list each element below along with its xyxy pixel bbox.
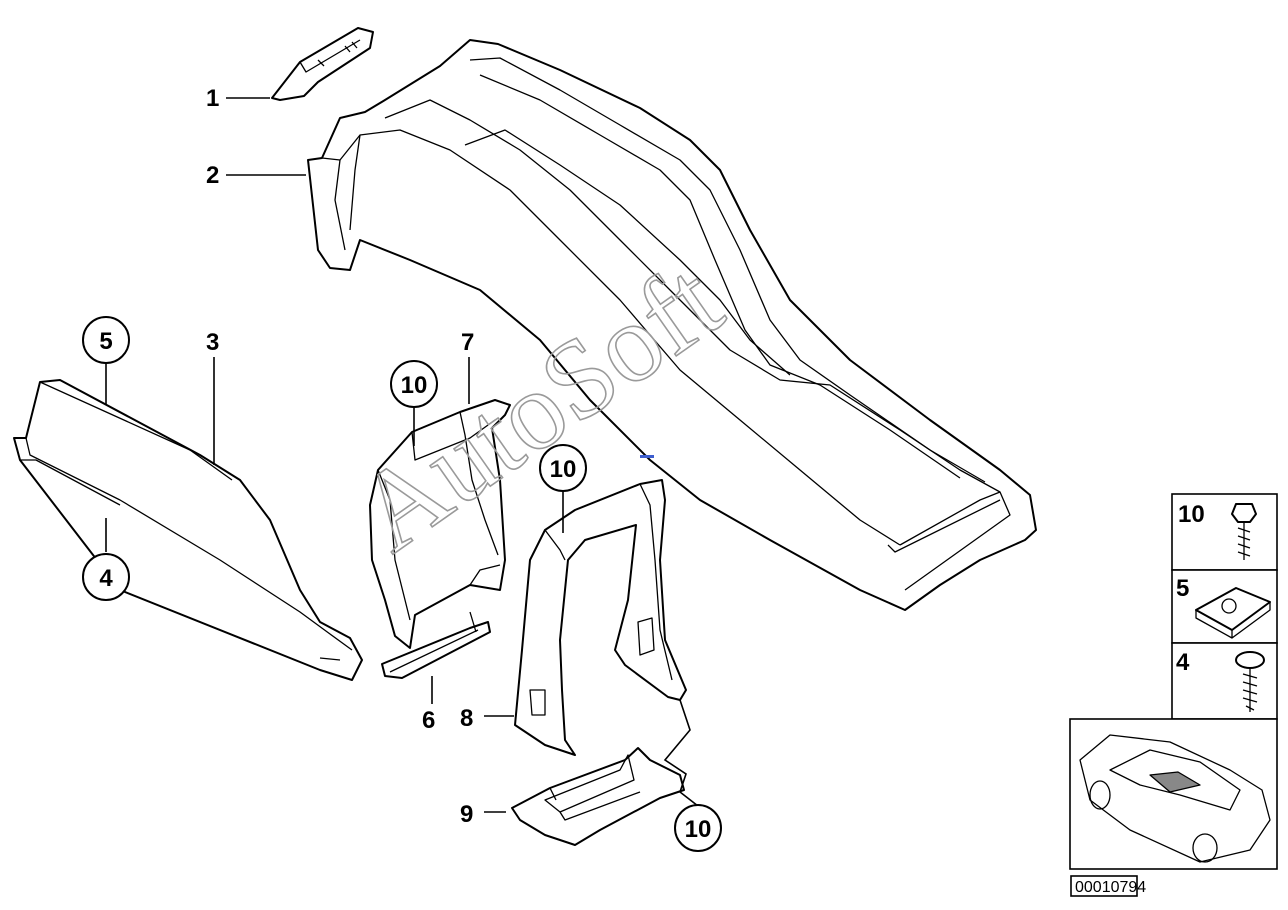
legend-item-10[interactable]: 10 [1171, 493, 1278, 571]
callout-2[interactable]: 2 [206, 162, 219, 189]
svg-text:10: 10 [550, 456, 577, 483]
callout-10-circled-b[interactable]: 10 [539, 444, 587, 492]
callout-6[interactable]: 6 [422, 707, 435, 734]
svg-text:4: 4 [1176, 649, 1190, 676]
svg-text:10: 10 [401, 372, 428, 399]
vehicle-location-thumbnail [1069, 718, 1278, 870]
callout-5-circled[interactable]: 5 [82, 316, 130, 364]
leader-lines [105, 97, 699, 813]
part-1-trim-cover[interactable] [271, 27, 374, 101]
callout-3[interactable]: 3 [206, 329, 219, 356]
part-3-side-panel[interactable] [13, 379, 363, 681]
part-8-side-bracket[interactable] [514, 479, 687, 756]
callout-7[interactable]: 7 [461, 329, 474, 356]
clip-nut-icon [1195, 587, 1271, 639]
reference-number-box: 00010794 [1070, 875, 1146, 897]
legend-item-4[interactable]: 4 [1171, 642, 1278, 720]
svg-text:5: 5 [1176, 575, 1189, 602]
part-2-center-console[interactable] [307, 39, 1037, 611]
blue-marker [640, 455, 654, 458]
screw-bolt-icon [1231, 503, 1257, 560]
callout-9[interactable]: 9 [460, 801, 473, 828]
svg-text:5: 5 [99, 328, 112, 355]
svg-text:00010794: 00010794 [1075, 879, 1146, 896]
tapping-screw-icon [1235, 651, 1265, 712]
part-6-small-bracket[interactable] [381, 611, 491, 679]
svg-text:10: 10 [1178, 501, 1205, 528]
svg-text:10: 10 [685, 816, 712, 843]
svg-text:4: 4 [99, 565, 113, 592]
callout-8[interactable]: 8 [460, 705, 473, 732]
callout-1[interactable]: 1 [206, 85, 219, 112]
part-9-base-plate[interactable] [511, 747, 685, 846]
callout-4-circled[interactable]: 4 [82, 553, 130, 601]
legend-item-5[interactable]: 5 [1171, 569, 1278, 644]
callout-10-circled-c[interactable]: 10 [674, 804, 722, 852]
callout-10-circled-a[interactable]: 10 [390, 360, 438, 408]
